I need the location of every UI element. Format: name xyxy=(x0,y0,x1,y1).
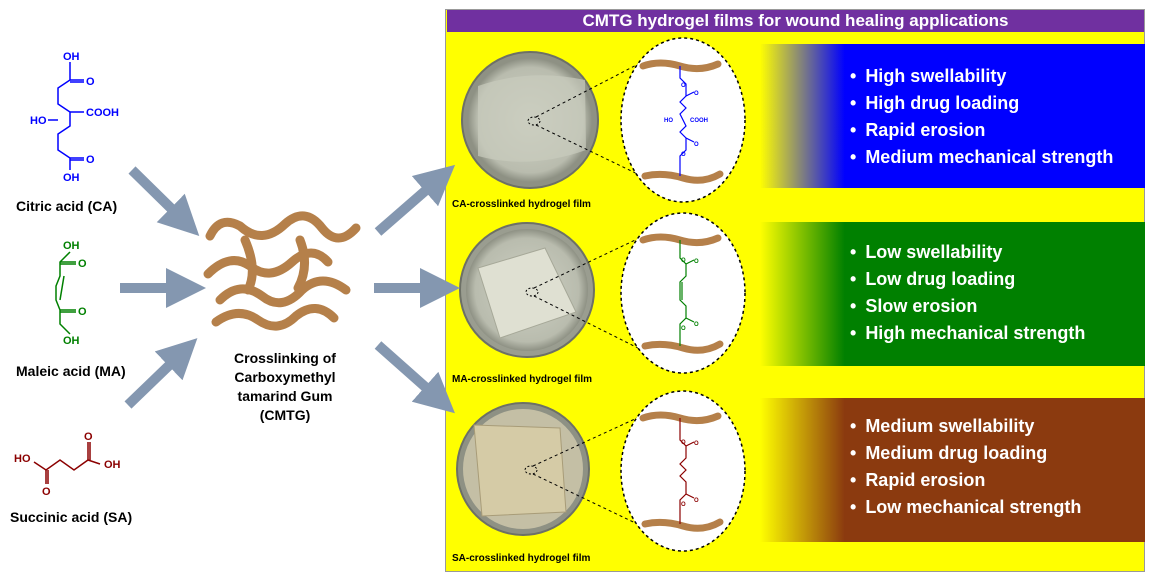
svg-text:HO: HO xyxy=(664,118,673,124)
succinic-acid-structure xyxy=(33,442,101,484)
ma-petri-dish-image xyxy=(459,222,595,358)
ma-zoom-circle xyxy=(620,212,746,374)
svg-text:O: O xyxy=(694,91,699,97)
svg-text:COOH: COOH xyxy=(86,107,119,119)
citric-acid-labels: OH O COOH HO O OH xyxy=(30,51,119,184)
property-item: Low drug loading xyxy=(850,266,1085,293)
ma-crosslink-labels: O O O O xyxy=(681,258,699,332)
property-item: Rapid erosion xyxy=(850,467,1081,494)
svg-text:OH: OH xyxy=(104,459,121,471)
maleic-acid-label: Maleic acid (MA) xyxy=(16,363,126,379)
citric-acid-label: Citric acid (CA) xyxy=(16,198,118,214)
svg-text:O: O xyxy=(694,498,699,504)
svg-text:O: O xyxy=(694,322,699,328)
svg-text:O: O xyxy=(694,259,699,265)
sa-crosslink-structure xyxy=(679,418,695,524)
sa-crosslink-labels: O O O O xyxy=(681,440,699,508)
sa-zoom-circle xyxy=(620,390,746,552)
property-item: Low mechanical strength xyxy=(850,494,1081,521)
ca-petri-dish-image xyxy=(461,51,599,189)
svg-text:OH: OH xyxy=(63,172,80,184)
svg-text:O: O xyxy=(681,502,686,508)
property-item: Rapid erosion xyxy=(850,117,1113,144)
cmtg-label-line: Carboxymethyl xyxy=(234,369,336,385)
property-item: Medium mechanical strength xyxy=(850,144,1113,171)
maleic-acid-labels: OH O O OH xyxy=(63,240,87,347)
sa-properties-list: Medium swellability Medium drug loading … xyxy=(850,413,1081,521)
ma-film-label: MA-crosslinked hydrogel film xyxy=(452,374,593,385)
arrow-cmtg-to-ca xyxy=(374,164,456,236)
svg-text:O: O xyxy=(694,441,699,447)
arrow-cmtg-to-sa xyxy=(374,341,455,414)
svg-text:O: O xyxy=(694,142,699,148)
succinic-acid-label: Succinic acid (SA) xyxy=(10,509,133,525)
cmtg-label-line: (CMTG) xyxy=(259,407,311,423)
svg-text:OH: OH xyxy=(63,240,80,252)
sa-film-label: SA-crosslinked hydrogel film xyxy=(452,553,591,564)
ma-crosslink-structure xyxy=(679,240,695,346)
property-item: Medium swellability xyxy=(850,413,1081,440)
svg-text:O: O xyxy=(78,258,87,270)
cmtg-label: Crosslinking of Carboxymethyl tamarind G… xyxy=(210,349,360,425)
zoom-connector-lines xyxy=(532,57,651,531)
ca-properties-list: High swellability High drug loading Rapi… xyxy=(850,63,1113,171)
arrow-ca-to-cmtg xyxy=(128,166,200,237)
svg-text:HO: HO xyxy=(30,115,47,127)
svg-text:O: O xyxy=(78,306,87,318)
svg-text:OH: OH xyxy=(63,51,80,63)
reaction-arrows xyxy=(120,164,460,414)
svg-text:O: O xyxy=(681,440,686,446)
svg-text:O: O xyxy=(681,258,686,264)
svg-text:HO: HO xyxy=(14,453,31,465)
property-item: High mechanical strength xyxy=(850,320,1085,347)
svg-text:O: O xyxy=(86,76,95,88)
maleic-acid-structure xyxy=(55,251,76,335)
panel-title: CMTG hydrogel films for wound healing ap… xyxy=(447,10,1144,32)
svg-text:O: O xyxy=(681,152,686,158)
ca-film-label: CA-crosslinked hydrogel film xyxy=(452,199,591,210)
svg-text:O: O xyxy=(42,486,51,498)
sa-petri-dish-image xyxy=(456,402,590,536)
succinic-acid-labels: HO O O OH xyxy=(14,431,121,498)
svg-text:COOH: COOH xyxy=(690,118,708,124)
svg-text:O: O xyxy=(681,83,686,89)
property-item: Medium drug loading xyxy=(850,440,1081,467)
property-item: Slow erosion xyxy=(850,293,1085,320)
cmtg-gum-icon xyxy=(203,211,361,331)
svg-text:OH: OH xyxy=(63,335,80,347)
cmtg-label-line: Crosslinking of xyxy=(234,350,336,366)
property-item: High drug loading xyxy=(850,90,1113,117)
arrow-sa-to-cmtg xyxy=(124,338,198,409)
svg-text:O: O xyxy=(681,326,686,332)
cmtg-label-line: tamarind Gum xyxy=(237,388,333,404)
svg-text:O: O xyxy=(84,431,93,443)
property-item: Low swellability xyxy=(850,239,1085,266)
ma-properties-list: Low swellability Low drug loading Slow e… xyxy=(850,239,1085,347)
ca-crosslink-labels: O O HO COOH O O xyxy=(664,83,708,158)
citric-acid-structure xyxy=(48,62,84,170)
ca-crosslink-structure xyxy=(679,66,695,176)
svg-text:O: O xyxy=(86,154,95,166)
property-item: High swellability xyxy=(850,63,1113,90)
